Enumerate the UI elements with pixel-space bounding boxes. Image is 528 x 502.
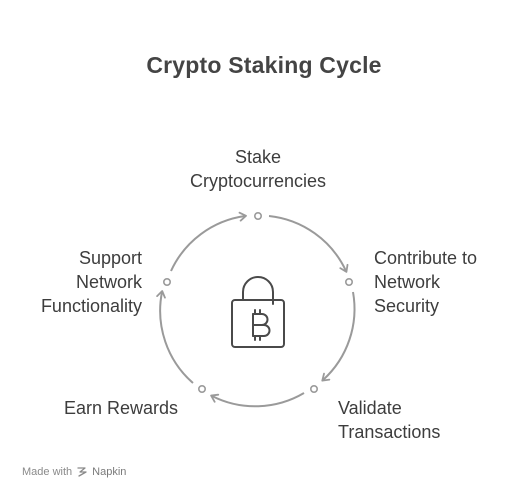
napkin-logo-icon bbox=[76, 466, 88, 478]
step-node-2 bbox=[344, 277, 353, 286]
cycle-arrow-1 bbox=[268, 215, 349, 273]
step-label-validate: Validate Transactions bbox=[338, 398, 441, 442]
step-node-3 bbox=[309, 384, 318, 393]
footer-attribution[interactable]: Made with Napkin bbox=[22, 466, 126, 478]
step-label-stake: Stake Cryptocurrencies bbox=[189, 147, 327, 191]
cycle-arrow-3 bbox=[210, 392, 305, 408]
diagram-title: Crypto Staking Cycle bbox=[146, 52, 382, 78]
step-label-contribute: Contribute to Network Security bbox=[374, 248, 478, 316]
cycle-arrow-2 bbox=[321, 291, 356, 382]
bitcoin-padlock-icon bbox=[231, 276, 285, 348]
cycle-arrow-4 bbox=[156, 290, 194, 384]
napkin-brand-text: Napkin bbox=[92, 466, 127, 478]
step-label-earn: Earn Rewards bbox=[63, 398, 178, 418]
made-with-text: Made with bbox=[22, 466, 73, 478]
step-node-4 bbox=[198, 384, 207, 393]
cycle-arrow-5 bbox=[170, 211, 247, 272]
step-label-support: Support Network Functionality bbox=[40, 248, 142, 316]
step-node-1 bbox=[254, 212, 263, 221]
step-node-5 bbox=[163, 277, 172, 286]
